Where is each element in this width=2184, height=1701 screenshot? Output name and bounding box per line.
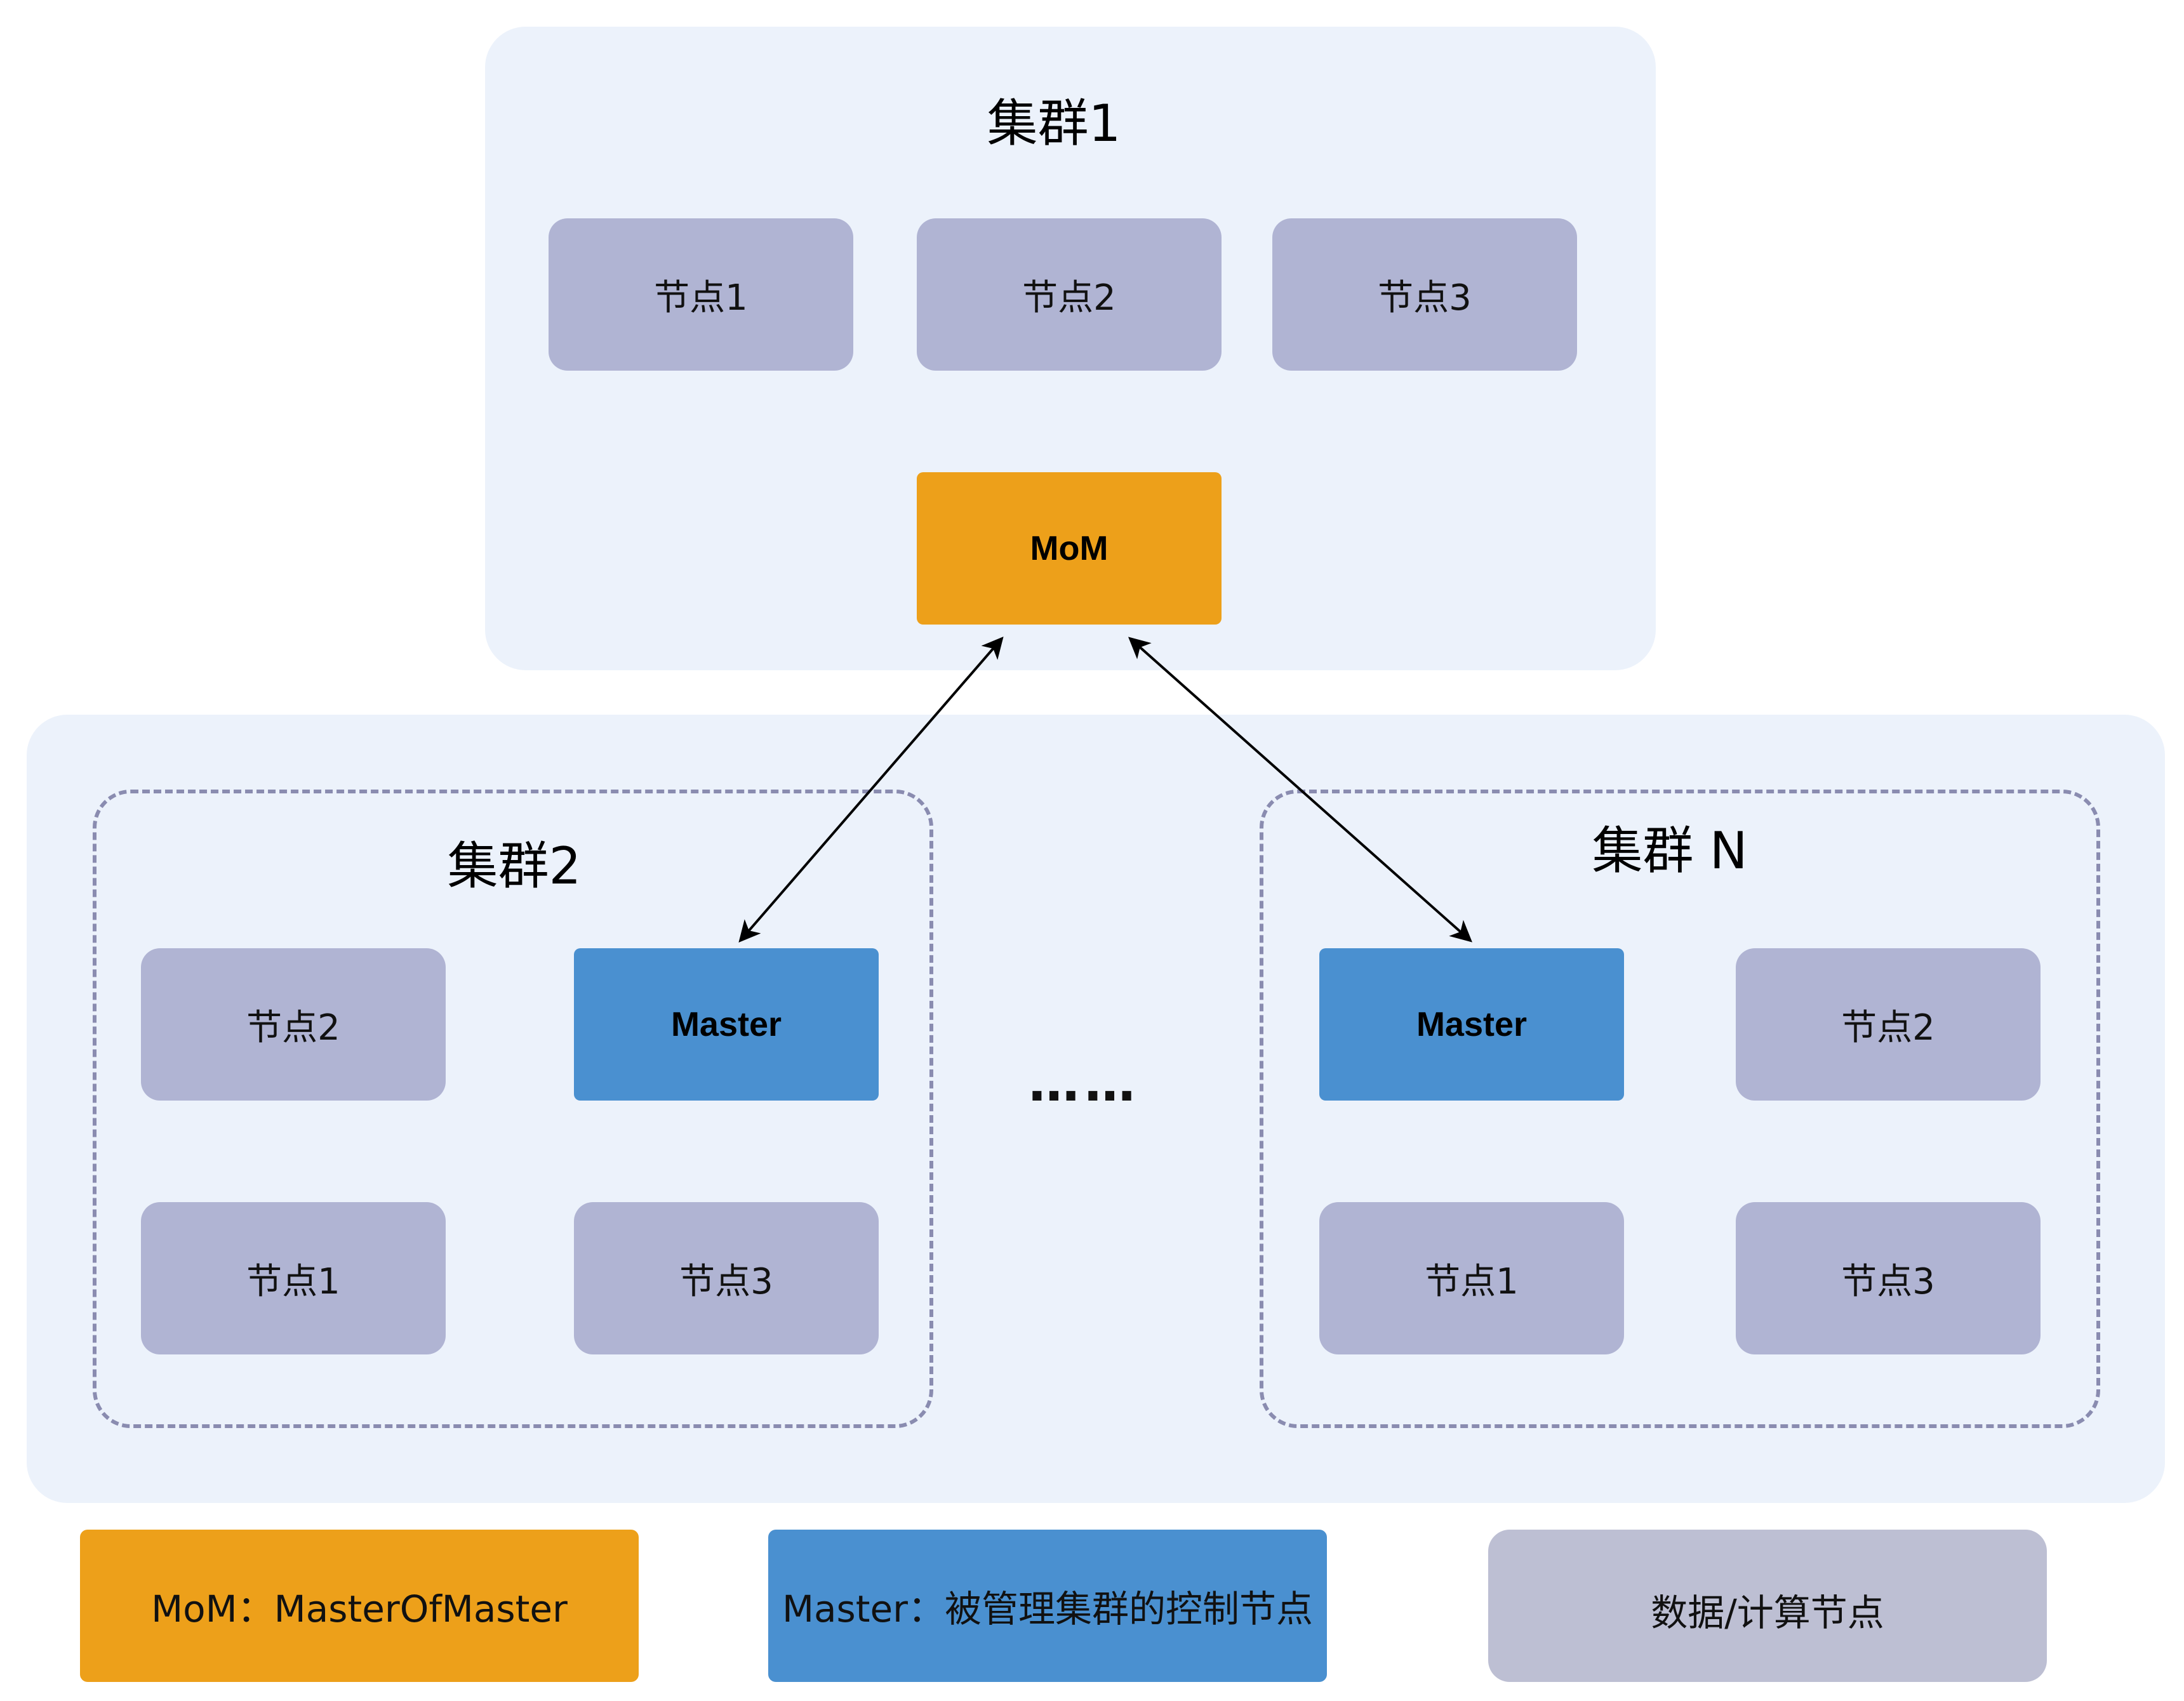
cluster2-title: 集群2 — [447, 837, 582, 896]
cluster2-boundary — [93, 790, 933, 1428]
clusterN-node-1: 节点1 — [1319, 1202, 1624, 1354]
clusterN-node-3: 节点3 — [1736, 1202, 2041, 1354]
clusterN-boundary — [1260, 790, 2100, 1428]
more-clusters-ellipsis: …… — [1029, 1054, 1140, 1113]
cluster2-node-3: 节点3 — [574, 1202, 879, 1354]
managed-clusters-panel — [27, 715, 2165, 1503]
cluster2-node-2: 节点2 — [141, 948, 446, 1101]
clusterN-node-2: 节点2 — [1736, 948, 2041, 1101]
legend-data-node: 数据/计算节点 — [1488, 1530, 2047, 1682]
mom-node: MoM — [917, 472, 1222, 625]
clusterN-title: 集群 N — [1592, 821, 1748, 880]
cluster1-node-1: 节点1 — [549, 218, 853, 371]
legend-master: Master：被管理集群的控制节点 — [768, 1530, 1327, 1682]
cluster1-node-2: 节点2 — [917, 218, 1222, 371]
cluster1-title: 集群1 — [987, 94, 1121, 153]
cluster1-node-3: 节点3 — [1272, 218, 1577, 371]
legend-mom: MoM：MasterOfMaster — [80, 1530, 639, 1682]
clusterN-master-node: Master — [1319, 948, 1624, 1101]
cluster2-master-node: Master — [574, 948, 879, 1101]
cluster2-node-1: 节点1 — [141, 1202, 446, 1354]
